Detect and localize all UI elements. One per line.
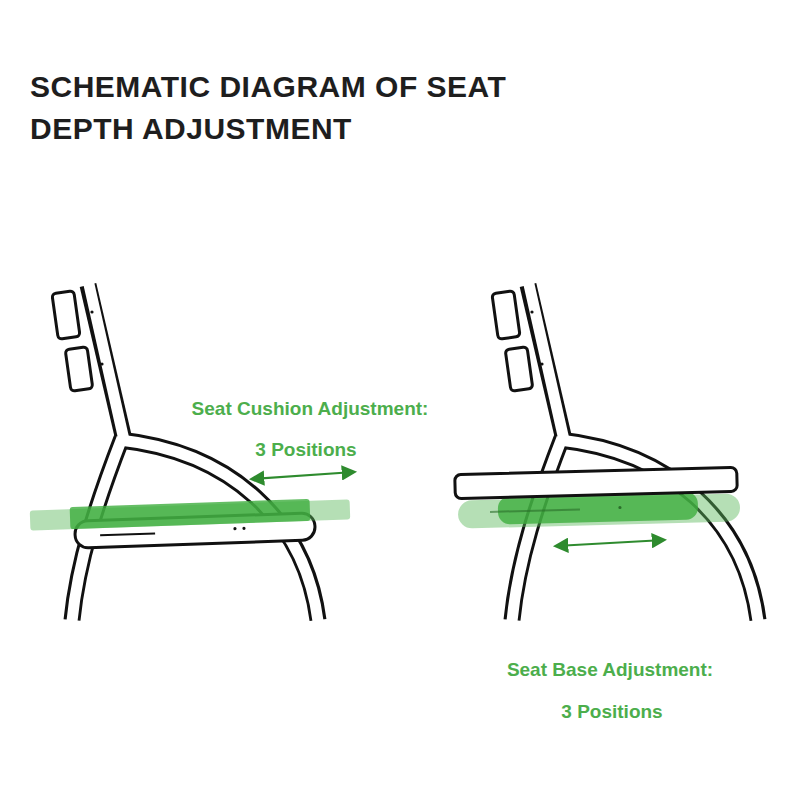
adjust-arrow xyxy=(556,540,664,546)
seat-cushion-positions xyxy=(30,497,351,530)
adjustment-label: Seat Base Adjustment: xyxy=(507,659,713,681)
adjustment-label: 3 Positions xyxy=(561,701,662,723)
adjustment-label: Seat Cushion Adjustment: xyxy=(192,398,429,420)
adjustment-label: 3 Positions xyxy=(255,439,356,461)
adjust-arrow xyxy=(252,472,354,479)
diagram-title: SCHEMATIC DIAGRAM OF SEAT DEPTH ADJUSTME… xyxy=(30,66,530,150)
chair-frame xyxy=(492,280,758,621)
seat-cushion xyxy=(455,467,738,498)
